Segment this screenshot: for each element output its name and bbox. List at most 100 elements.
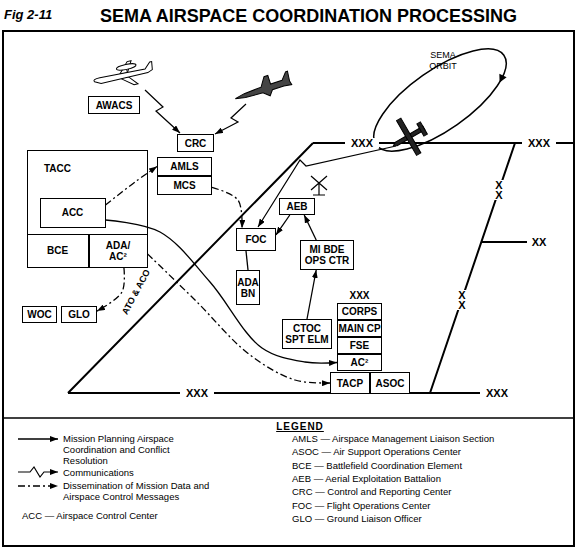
box-label: WOC bbox=[27, 309, 51, 320]
fighter-aircraft bbox=[232, 69, 293, 106]
unit-box: WOC bbox=[22, 306, 57, 323]
unit-box: ADA/ AC² bbox=[89, 234, 148, 268]
unit-box: BCE bbox=[27, 234, 89, 268]
unit-box: FOC bbox=[236, 228, 276, 251]
sema-aircraft bbox=[384, 111, 434, 163]
unit-box: TACC ACC BCE ADA/ AC² bbox=[27, 150, 148, 268]
aircraft-fuselage bbox=[93, 62, 154, 85]
box-label: AWACS bbox=[96, 100, 133, 111]
box-label: TACC bbox=[44, 163, 71, 174]
unit-box: ASOC bbox=[370, 372, 410, 394]
legend-sample-solid bbox=[18, 438, 58, 439]
unit-box: AWACS bbox=[88, 96, 140, 114]
unit-box: FSE bbox=[337, 337, 382, 354]
aircraft-tail bbox=[417, 122, 427, 136]
radome bbox=[116, 62, 137, 71]
edge-label: ATO & ACO bbox=[120, 268, 152, 316]
box-label: CTOC SPT ELM bbox=[284, 323, 330, 345]
legend-entry: Dissemination of Mission Data and Airspa… bbox=[63, 480, 228, 502]
figure-frame bbox=[3, 31, 574, 546]
legend-text: AMLS — Airspace Management Liaison Secti… bbox=[292, 433, 494, 444]
box-label: ADA BN bbox=[237, 277, 259, 299]
data-dissemination-line bbox=[148, 254, 331, 383]
legend-entry: FOC — Flight Operations Center bbox=[292, 500, 572, 511]
boundary-symbol: X X bbox=[456, 290, 468, 310]
legend-text: BCE — Battlefield Coordination Element bbox=[292, 460, 462, 471]
planning-line bbox=[304, 215, 316, 240]
boundary-symbol: XXX bbox=[522, 138, 556, 148]
legend-entry: BCE — Battlefield Coordination Element bbox=[292, 460, 572, 471]
legend-text: CRC — Control and Reporting Center bbox=[292, 486, 451, 497]
legend-heading: LEGEND bbox=[260, 422, 340, 432]
box-label: MAIN CP bbox=[338, 323, 380, 334]
data-dissemination-line bbox=[106, 167, 158, 206]
legend-text: Dissemination of Mission Data and Airspa… bbox=[63, 480, 209, 502]
unit-box: MI BDE OPS CTR bbox=[300, 240, 354, 270]
unit-box: GLO bbox=[61, 306, 97, 323]
unit-box: AEB bbox=[279, 198, 315, 215]
box-label: TACP bbox=[337, 378, 363, 389]
planning-line bbox=[307, 270, 316, 319]
unit-box: MCS bbox=[157, 176, 212, 195]
legend-text: ASOC — Air Support Operations Center bbox=[292, 446, 461, 457]
legend-text: Mission Planning Airspace Coordination a… bbox=[63, 433, 174, 466]
legend-entry: AMLS — Airspace Management Liaison Secti… bbox=[292, 433, 572, 444]
legend-rule bbox=[3, 417, 574, 419]
box-label: AMLS bbox=[170, 161, 198, 172]
comm-link bbox=[145, 90, 180, 133]
box-label: FOC bbox=[245, 234, 266, 245]
boundary-symbol: XXX bbox=[180, 388, 214, 398]
figure-title: SEMA AIRSPACE COORDINATION PROCESSING bbox=[100, 6, 517, 27]
unit-box: TACP bbox=[330, 372, 370, 394]
box-label: ASOC bbox=[376, 378, 405, 389]
legend-entry: Mission Planning Airspace Coordination a… bbox=[63, 433, 191, 466]
unit-box: CTOC SPT ELM bbox=[282, 319, 332, 349]
legend-sample-comm bbox=[18, 467, 58, 477]
legend-entry: ASOC — Air Support Operations Center bbox=[292, 446, 572, 457]
unit-box: XXXCORPS bbox=[337, 303, 382, 320]
unit-box: CRC bbox=[177, 134, 214, 152]
legend-text: ACC — Airspace Control Center bbox=[22, 510, 158, 521]
box-label: MI BDE OPS CTR bbox=[302, 244, 352, 266]
data-dissemination-line bbox=[212, 187, 242, 228]
boundary-symbol: XXX bbox=[345, 138, 379, 148]
comm-link bbox=[258, 146, 396, 227]
figure-number: Fig 2-11 bbox=[4, 10, 70, 20]
unit-box: AC² bbox=[337, 354, 382, 371]
aircraft-body bbox=[232, 69, 293, 106]
box-label: GLO bbox=[68, 309, 90, 320]
boundary-symbol: XX bbox=[527, 237, 551, 247]
box-label: CORPS bbox=[342, 306, 378, 317]
planning-line bbox=[246, 251, 248, 270]
legend-entry: CRC — Control and Reporting Center bbox=[292, 486, 572, 497]
legend-text: FOC — Flight Operations Center bbox=[292, 500, 430, 511]
unit-box: ACC bbox=[40, 198, 106, 228]
legend-text: Communications bbox=[63, 467, 134, 478]
planning-line bbox=[276, 215, 290, 235]
box-label: AC² bbox=[351, 357, 369, 368]
legend-sample-dashdot bbox=[18, 485, 58, 486]
box-label: CRC bbox=[185, 138, 207, 149]
unit-box: AMLS bbox=[157, 157, 212, 176]
box-label: AEB bbox=[286, 201, 307, 212]
legend-entry: Communications bbox=[63, 467, 183, 478]
legend-entry: GLO — Ground Liaison Officer bbox=[292, 513, 572, 524]
comm-link bbox=[215, 104, 246, 134]
box-label: ADA/ AC² bbox=[102, 240, 134, 262]
echelon-symbol: XXX bbox=[338, 290, 381, 301]
box-label: MCS bbox=[173, 180, 195, 191]
data-dissemination-line bbox=[97, 268, 124, 312]
awacs-aircraft bbox=[92, 57, 156, 93]
boundary-symbol: XXX bbox=[480, 388, 514, 398]
unit-box: ADA BN bbox=[236, 270, 260, 305]
box-label: FSE bbox=[350, 340, 369, 351]
legend-entry: ACC — Airspace Control Center bbox=[22, 510, 252, 521]
legend-entry: AEB — Aerial Exploitation Battalion bbox=[292, 473, 572, 484]
planning-line bbox=[106, 220, 338, 363]
unit-box: MAIN CP bbox=[337, 320, 382, 337]
boundary-symbol: X X bbox=[493, 180, 505, 200]
box-label: BCE bbox=[47, 245, 68, 256]
